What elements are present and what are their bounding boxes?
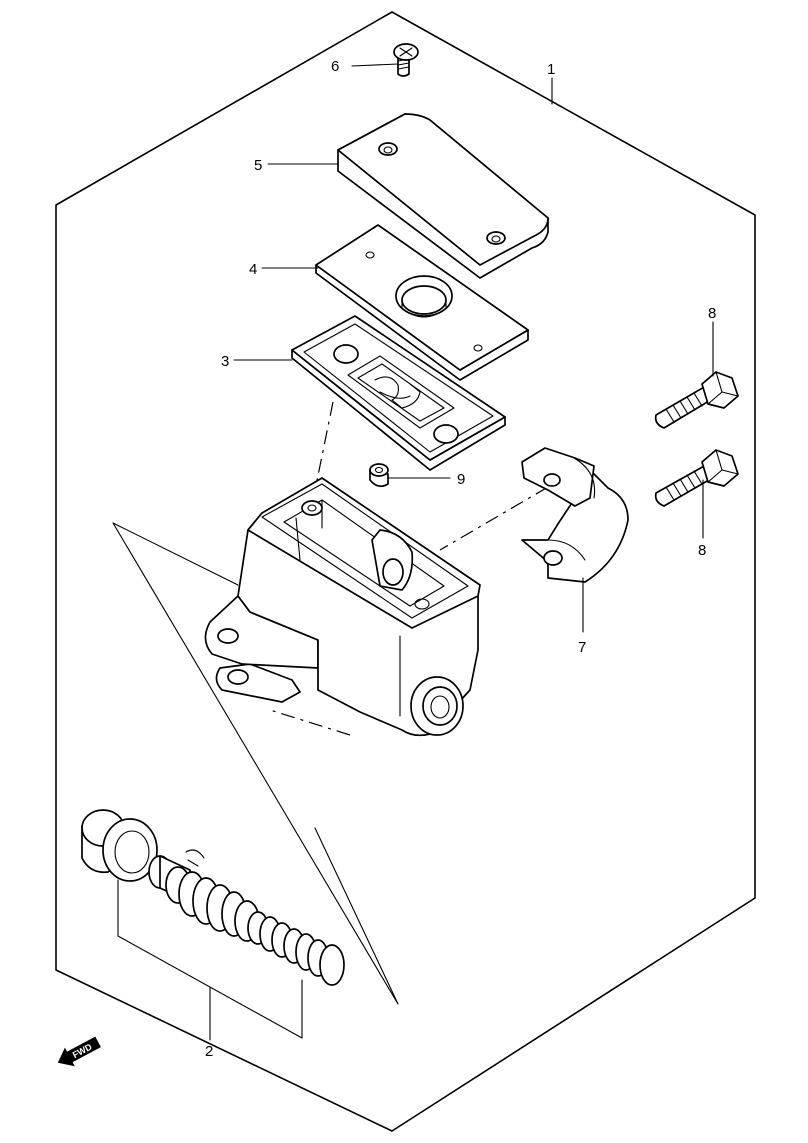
piston-kit-guide-triangle	[112, 522, 399, 1005]
bolt-part-8-upper	[654, 371, 739, 429]
callout-8-lower: 8	[698, 542, 706, 559]
piston-kit-part-2	[81, 809, 345, 986]
assembly-frame	[55, 11, 756, 1132]
diaphragm-plate-part-4	[315, 224, 529, 381]
nut-part-9	[369, 463, 389, 488]
callout-4: 4	[249, 261, 257, 278]
clamp-part-7	[521, 447, 629, 583]
callout-3: 3	[221, 353, 229, 370]
alignment-line-bore	[269, 709, 351, 736]
callout-6: 6	[331, 58, 339, 75]
fwd-arrow-icon: FWD	[57, 1036, 101, 1067]
master-cylinder-body	[204, 477, 481, 737]
alignment-line-clamp	[439, 486, 549, 551]
bolt-part-8-lower	[654, 449, 739, 507]
callout-2: 2	[205, 1043, 213, 1060]
callout-9: 9	[457, 471, 465, 488]
screw-part-6	[393, 43, 419, 77]
callout-6-leader	[351, 63, 399, 67]
piston-kit-bracket	[117, 879, 303, 1039]
callout-1: 1	[547, 61, 555, 78]
callout-8-upper: 8	[708, 305, 716, 322]
callout-5: 5	[254, 157, 262, 174]
callout-7: 7	[578, 639, 586, 656]
diaphragm-part-3	[291, 315, 506, 471]
reservoir-cap-part-5	[337, 113, 549, 279]
